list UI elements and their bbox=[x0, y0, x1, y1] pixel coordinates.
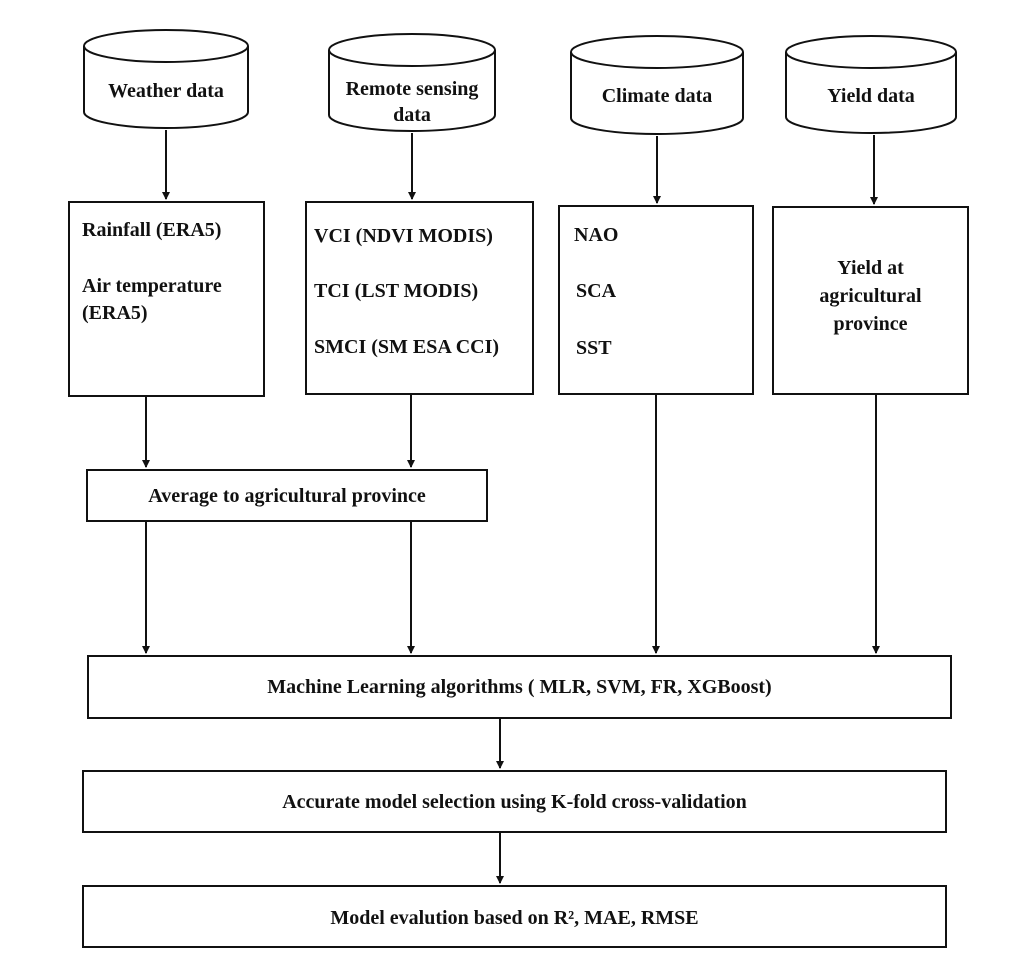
remote-index-smci: SMCI (SM ESA CCI) bbox=[314, 336, 500, 358]
model-selection-label: Accurate model selection using K-fold cr… bbox=[282, 791, 747, 813]
average-to-province-label: Average to agricultural province bbox=[148, 485, 426, 507]
remote-sensing-data-cylinder bbox=[328, 33, 496, 132]
weather-data-label: Weather data bbox=[108, 80, 224, 102]
model-selection-box: Accurate model selection using K-fold cr… bbox=[82, 770, 947, 833]
climate-index-nao: NAO bbox=[574, 224, 619, 246]
yield-text-line2: agricultural bbox=[819, 285, 922, 307]
weather-variable-air-temperature: Air temperature bbox=[82, 275, 222, 297]
remote-sensing-data-label: Remote sensing data bbox=[329, 76, 495, 128]
remote-sensing-indices-box: VCI (NDVI MODIS) TCI (LST MODIS) SMCI (S… bbox=[305, 201, 534, 395]
remote-index-tci: TCI (LST MODIS) bbox=[314, 280, 479, 302]
yield-text-line1: Yield at bbox=[837, 257, 904, 279]
yield-box: Yield at agricultural province bbox=[772, 206, 969, 395]
machine-learning-label: Machine Learning algorithms ( MLR, SVM, … bbox=[267, 676, 772, 698]
remote-index-vci: VCI (NDVI MODIS) bbox=[314, 225, 493, 247]
weather-variable-rainfall: Rainfall (ERA5) bbox=[82, 219, 222, 241]
climate-data-label: Climate data bbox=[601, 85, 713, 107]
model-evaluation-box: Model evalution based on R², MAE, RMSE bbox=[82, 885, 947, 948]
average-to-province-box: Average to agricultural province bbox=[86, 469, 488, 522]
weather-data-cylinder bbox=[83, 29, 249, 129]
remote-sensing-data-label-line2: data bbox=[393, 104, 431, 126]
yield-text-line3: province bbox=[833, 313, 908, 335]
weather-variables-box: Rainfall (ERA5) Air temperature (ERA5) bbox=[68, 201, 265, 397]
yield-data-cylinder bbox=[785, 35, 957, 134]
yield-data-label: Yield data bbox=[827, 85, 915, 107]
climate-index-sca: SCA bbox=[576, 280, 617, 302]
model-evaluation-label: Model evalution based on R², MAE, RMSE bbox=[330, 907, 699, 929]
remote-sensing-data-label-line1: Remote sensing bbox=[345, 78, 479, 100]
weather-variable-air-temperature-source: (ERA5) bbox=[82, 302, 148, 324]
climate-data-cylinder bbox=[570, 35, 744, 135]
climate-indices-box: NAO SCA SST bbox=[558, 205, 754, 395]
climate-index-sst: SST bbox=[576, 337, 612, 359]
machine-learning-box: Machine Learning algorithms ( MLR, SVM, … bbox=[87, 655, 952, 719]
